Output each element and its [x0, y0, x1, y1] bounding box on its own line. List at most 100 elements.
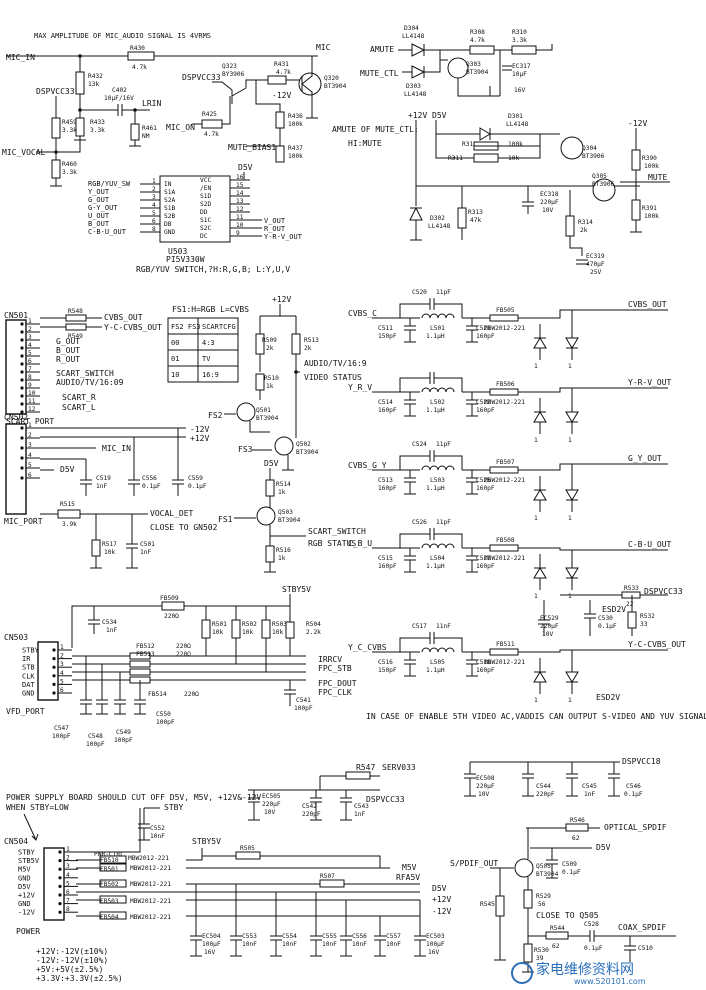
r505	[235, 851, 261, 860]
r532-ref: R532	[640, 613, 655, 620]
pin-number: 1	[60, 644, 64, 651]
cap-val: 150pF	[378, 333, 397, 340]
net-fs3: FS3	[238, 445, 253, 454]
q305	[592, 178, 616, 202]
net-vocal-det: VOCAL_DET	[150, 509, 194, 518]
pin-number: 8	[66, 906, 70, 913]
power-cap	[374, 916, 386, 957]
net-m12-d: -12V	[432, 907, 451, 916]
q304-ref: Q304	[582, 145, 597, 152]
r432	[75, 71, 85, 95]
r547	[345, 771, 371, 780]
pin-number: 2	[66, 855, 70, 862]
cap-ref: C557	[386, 933, 401, 940]
cap-val: 11pF	[436, 519, 451, 526]
net-m12-c: -12V	[190, 425, 209, 434]
fb502-ref: FB502	[100, 881, 119, 888]
q305-ref: Q305	[592, 173, 607, 180]
fb-val: MBW2012-221	[484, 399, 525, 406]
net-fs1: FS1	[218, 515, 233, 524]
pin-label: GND	[18, 874, 31, 882]
fb-ref: FB511	[496, 641, 515, 648]
esd-diode	[533, 554, 547, 590]
r507-ref: R507	[320, 873, 335, 880]
diode-pin: 1	[568, 363, 572, 370]
pin-dot	[52, 648, 56, 652]
c548-val: 100pF	[86, 741, 105, 748]
u503-pin-num: 8	[152, 226, 156, 233]
pin-dot	[58, 910, 62, 914]
r459-ref: R459	[62, 119, 77, 126]
net-fs2: FS2	[208, 411, 223, 420]
net-dspvcc33-a: DSPVCC33	[36, 87, 75, 96]
pin-dot	[20, 386, 24, 390]
q320-ref: Q320	[324, 75, 339, 82]
u503-chip	[159, 175, 231, 243]
dsp18-cap	[566, 762, 578, 797]
fb504-val: MBW2012-221	[130, 914, 171, 921]
pin-dot	[20, 338, 24, 342]
cap-ref: EC504	[202, 933, 221, 940]
inductor-coil	[429, 313, 439, 319]
pin-dot	[20, 362, 24, 366]
ec317-ref: EC317	[512, 63, 531, 70]
pin-dot	[20, 426, 24, 430]
net-scart-switch-b: SCART_SWITCH	[308, 527, 366, 536]
u503-in-signal: G_OUT	[88, 196, 110, 204]
power-cap	[414, 900, 426, 957]
amute-logic-1: AMUTE OF MUTE_CTL:	[332, 125, 419, 134]
cn501-body	[5, 319, 27, 415]
net-fpc-clk: FPC_CLK	[318, 688, 352, 697]
c510-ref: C510	[638, 945, 653, 952]
c546-val: 0.1μF	[624, 791, 643, 798]
c402	[117, 104, 123, 116]
fb503	[99, 895, 127, 904]
cn503-ref: CN503	[4, 633, 28, 642]
u503-left-pins: IN1RGB/YUV_SWS1A2Y_OUTS2A3G_OUTS1B4G-Y_O…	[88, 178, 175, 236]
pin-number: 6	[60, 687, 64, 694]
cap-val: 11pF	[436, 441, 451, 448]
c534-ref: C534	[102, 619, 117, 626]
fb504-ref: FB504	[100, 914, 119, 921]
fb509	[161, 601, 185, 611]
net-d5v-d: D5V	[432, 884, 447, 893]
watermark-url: www.520101.com	[574, 977, 646, 986]
resistor-ref: R502	[242, 621, 257, 628]
r544-val: 62	[552, 943, 560, 950]
c543-ref: C543	[354, 803, 369, 810]
ec529-val: 220μF	[540, 623, 559, 630]
cn504-body	[43, 847, 65, 921]
cap-val: 160pF	[476, 333, 495, 340]
r529	[523, 889, 533, 909]
c552-ref: C552	[150, 825, 165, 832]
u503-pin-s1c: S1C	[200, 217, 211, 224]
fb513-val: 220Ω	[176, 651, 191, 658]
r513	[291, 333, 301, 355]
esd-diode	[533, 324, 547, 360]
ec318-v: 10V	[542, 207, 553, 214]
r545-ref: R545	[480, 901, 495, 908]
net-video-in: Y_R_V	[348, 383, 372, 392]
c559-val: 0.1μF	[188, 483, 207, 490]
pin-number: 4	[28, 452, 32, 459]
pin-dot	[20, 446, 24, 450]
c528-val: 0.1μF	[584, 945, 603, 952]
net-dspvcc18: DSPVCC18	[622, 757, 661, 766]
ec529-v: 10V	[542, 631, 553, 638]
ec508-val: 220μF	[476, 783, 495, 790]
inductor-val: 1.1μH	[426, 333, 445, 340]
fb-ref: FB508	[496, 537, 515, 544]
fb510-val: MBW2012-221	[128, 855, 169, 862]
net-video-in: CVBS_C	[348, 309, 377, 318]
fs-table-text: FS2 FS3	[171, 323, 201, 331]
q502-ref: Q502	[296, 441, 311, 448]
c552-val: 10nF	[150, 833, 165, 840]
r529-val: 56	[538, 901, 546, 908]
r517-ref: R517	[102, 541, 117, 548]
fs-table-text: 16:9	[202, 371, 219, 379]
fb501-ref: FB501	[100, 866, 119, 873]
c547-val: 100pF	[52, 733, 71, 740]
fs-table-text: 01	[171, 355, 179, 363]
